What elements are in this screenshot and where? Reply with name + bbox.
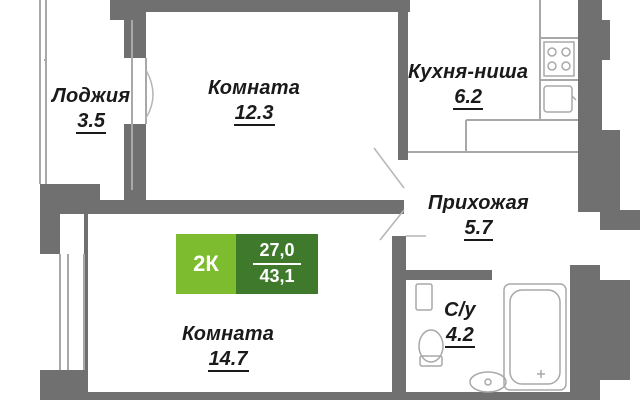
stove-icon bbox=[543, 41, 575, 77]
room-area: 3.5 bbox=[76, 110, 107, 134]
wall-room1-left-lower bbox=[124, 124, 146, 212]
wall-bottom bbox=[84, 392, 584, 400]
apartment-badge: 2К 27,0 43,1 bbox=[176, 234, 318, 294]
wall-bath-top bbox=[392, 270, 492, 280]
room-name: Лоджия bbox=[52, 85, 131, 107]
badge-living-area: 27,0 bbox=[259, 240, 295, 261]
badge-divider bbox=[253, 263, 301, 265]
toilet-icon bbox=[415, 283, 433, 311]
room-name: Кухня-ниша bbox=[408, 61, 529, 83]
wall-kitchen-bottom bbox=[398, 150, 402, 154]
badge-room-count: 2К bbox=[176, 234, 236, 294]
partitions bbox=[39, 0, 578, 370]
kitchen-fixtures bbox=[543, 41, 577, 113]
room-label-bath: С/у 4.2 bbox=[444, 300, 476, 348]
wall-right-bottom bbox=[570, 265, 600, 400]
room-label-room1: Комната 12.3 bbox=[208, 78, 300, 126]
wall-room1-left bbox=[124, 0, 146, 58]
wall-top bbox=[110, 0, 410, 12]
walls bbox=[40, 0, 640, 400]
room-label-hall: Прихожая 5.7 bbox=[428, 193, 529, 241]
door-swings bbox=[145, 69, 426, 241]
room-name: Прихожая bbox=[428, 192, 529, 214]
wall-middle-room2 bbox=[84, 200, 404, 214]
sink-icon bbox=[543, 85, 573, 113]
wall-hall-right bbox=[600, 210, 640, 230]
wall-right-bottom-outer bbox=[600, 280, 630, 380]
room-label-loggia: Лоджия 3.5 bbox=[52, 86, 130, 134]
washbasin-icon bbox=[469, 371, 507, 393]
badge-areas: 27,0 43,1 bbox=[236, 234, 318, 294]
wall-left-low bbox=[40, 214, 60, 254]
wall-room2-left bbox=[84, 214, 88, 400]
room-area: 5.7 bbox=[463, 217, 494, 241]
wall-left-bottom bbox=[40, 370, 84, 400]
wall-bath-left bbox=[392, 236, 406, 400]
room-area: 6.2 bbox=[453, 86, 484, 110]
bathtub-icon bbox=[503, 283, 567, 391]
badge-total-area: 43,1 bbox=[259, 266, 295, 286]
room-area: 4.2 bbox=[444, 324, 475, 348]
bath-fixtures bbox=[415, 283, 567, 393]
room-label-kitchen: Кухня-ниша 6.2 bbox=[408, 62, 528, 110]
room-label-room2: Комната 14.7 bbox=[182, 324, 274, 372]
wall-kitchen-left bbox=[398, 0, 408, 160]
wall-right-pillar2 bbox=[600, 130, 620, 210]
room-name: Комната bbox=[208, 77, 301, 99]
wall-right-pillar bbox=[588, 20, 610, 60]
room-area: 14.7 bbox=[207, 348, 249, 372]
room-name: С/у bbox=[444, 299, 476, 321]
room-name: Комната bbox=[182, 323, 275, 345]
room-area: 12.3 bbox=[233, 102, 275, 126]
